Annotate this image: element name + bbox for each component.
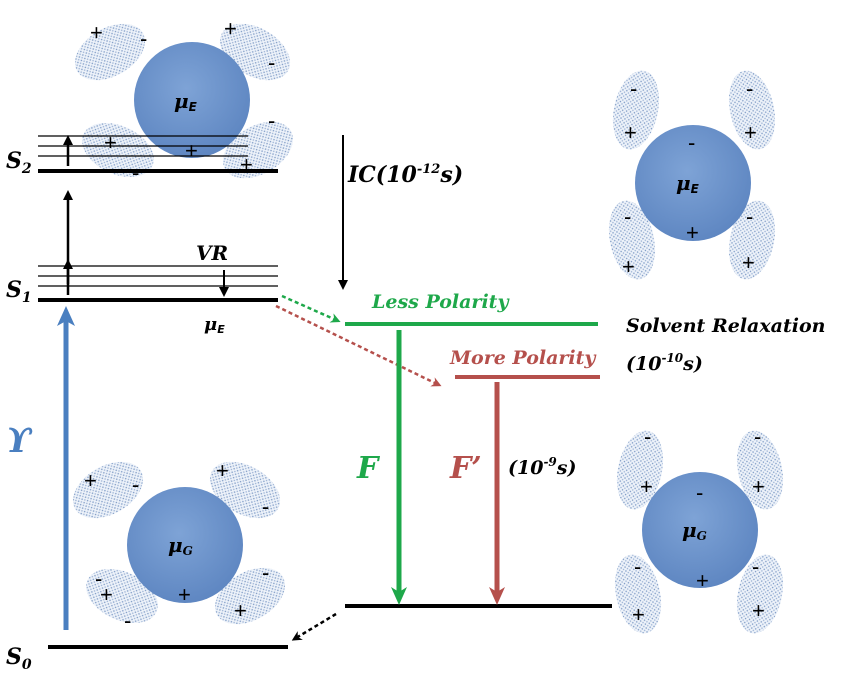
plus-charge: + <box>744 120 757 145</box>
minus-charge: - <box>746 76 753 101</box>
vr-label: VR <box>196 241 228 265</box>
plus-charge: + <box>752 598 765 623</box>
minus-charge: - <box>644 424 651 449</box>
minus-charge: - <box>140 26 147 51</box>
less-polarity-label: Less Polarity <box>371 291 510 313</box>
charges-top-left: + - + - + - + - + <box>90 16 275 185</box>
plus-charge: + <box>742 250 755 275</box>
dipole-label-ground: μG <box>168 533 193 558</box>
solvent-dipole <box>736 554 784 634</box>
minus-charge: - <box>630 76 637 101</box>
charges-bottom-left: + - + - - + - + - + <box>84 458 269 633</box>
solvent-dipole <box>728 70 776 150</box>
solvent-dipole <box>209 461 281 519</box>
solute-sphere <box>127 487 243 603</box>
solvated-molecule-right-top <box>608 70 776 280</box>
minus-charge: - <box>268 108 275 133</box>
plus-charge: + <box>686 220 699 245</box>
solvent-dipole <box>616 430 664 510</box>
minus-charge: - <box>132 160 139 185</box>
plus-charge: + <box>640 474 653 499</box>
ground-relax-arrow <box>291 612 337 641</box>
solute-sphere <box>635 125 751 241</box>
plus-charge: + <box>216 458 229 483</box>
solvent-dipole <box>86 568 158 624</box>
dipole-label-excited: μE <box>676 171 700 196</box>
plus-charge: + <box>178 582 191 607</box>
minus-charge: - <box>95 566 102 591</box>
minus-charge: - <box>262 560 269 585</box>
plus-charge: + <box>234 598 247 623</box>
plus-charge: + <box>224 16 237 41</box>
s1-levels <box>38 265 278 302</box>
s2-levels <box>38 135 278 173</box>
solvent-dipole <box>612 70 660 150</box>
solvent-relaxation-time: (10-10s) <box>626 351 703 375</box>
solute-sphere <box>134 42 250 158</box>
minus-charge: - <box>696 480 703 505</box>
minus-charge: - <box>752 554 759 579</box>
minus-charge: - <box>132 472 139 497</box>
solute-sphere <box>642 472 758 588</box>
minus-charge: - <box>754 424 761 449</box>
solvent-dipole <box>614 554 662 634</box>
plus-charge: + <box>104 130 117 155</box>
minus-charge: - <box>624 204 631 229</box>
ic-label: IC(10-12s) <box>347 162 463 188</box>
plus-charge: + <box>624 120 637 145</box>
solvent-dipole <box>72 461 144 519</box>
dipole-label-s1: μE <box>204 314 225 336</box>
plus-charge: + <box>696 568 709 593</box>
more-polarity-label: More Polarity <box>449 347 597 369</box>
plus-charge: + <box>240 152 253 177</box>
minus-charge: - <box>746 204 753 229</box>
plus-charge: + <box>752 474 765 499</box>
charges-right-top: - + - + - - + - + + <box>622 76 757 279</box>
solvated-molecule-bottom-left <box>72 461 286 625</box>
solvent-dipole <box>736 430 784 510</box>
plus-charge: + <box>622 254 635 279</box>
minus-charge: - <box>124 608 131 633</box>
solvated-molecule-right-bottom <box>614 430 784 634</box>
plus-charge: + <box>84 468 97 493</box>
minus-charge: - <box>262 494 269 519</box>
minus-charge: - <box>688 130 695 155</box>
plus-charge: + <box>90 20 103 45</box>
fluorescence-fprime-label: F’ <box>449 451 482 486</box>
s1-label: S1 <box>6 277 32 306</box>
dipole-label-ground: μG <box>682 518 707 543</box>
plus-charge: + <box>632 602 645 627</box>
dipole-label-excited: μE <box>174 89 198 114</box>
solvent-dipole <box>214 567 286 625</box>
fluorescence-time-label: (10-9s) <box>508 455 576 479</box>
solvent-dipole <box>728 200 776 280</box>
fluorescence-f-label: F <box>356 451 381 486</box>
relax-more-polarity-arrow <box>275 304 442 387</box>
minus-charge: - <box>634 554 641 579</box>
solvent-relaxation-label: Solvent Relaxation <box>626 315 825 337</box>
solvent-dipole <box>74 23 146 81</box>
plus-charge: + <box>100 582 113 607</box>
plus-charge: + <box>185 138 198 163</box>
minus-charge: - <box>268 50 275 75</box>
relax-less-polarity-arrow <box>281 294 341 323</box>
charges-right-bottom: - + - + - - + - + + <box>632 424 765 627</box>
s2-label: S2 <box>6 148 32 177</box>
absorption-label: ϒ <box>6 421 33 461</box>
s0-label: S0 <box>6 644 32 673</box>
solvent-dipole <box>608 200 656 280</box>
